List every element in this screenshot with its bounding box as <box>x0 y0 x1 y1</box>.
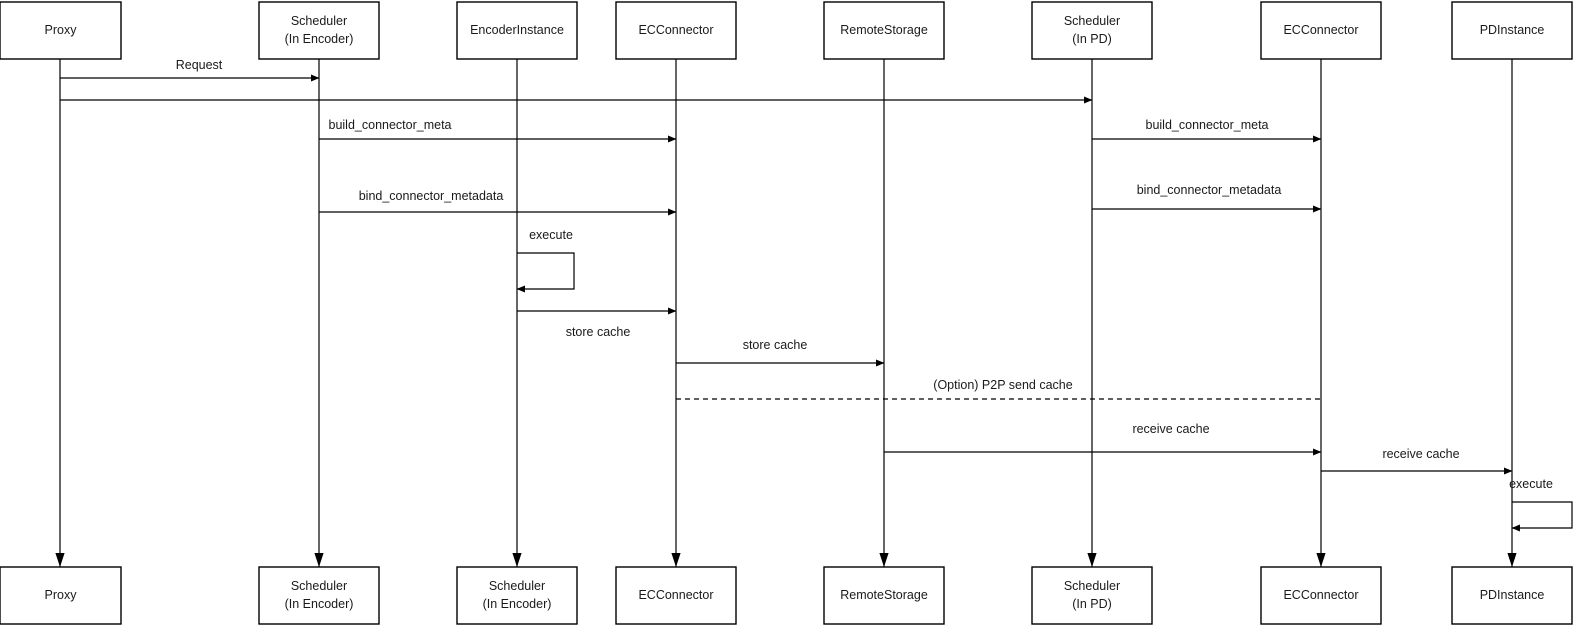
footer-participant-box-remote <box>823 566 945 625</box>
header-participant-label-sched_pd: Scheduler <box>1064 14 1120 28</box>
lifeline-arrowhead-pd_inst <box>1507 553 1517 567</box>
header-participant-label-remote: RemoteStorage <box>840 23 928 37</box>
footer-participant-ecconn_pd[interactable]: ECConnector <box>1260 566 1382 625</box>
footer-participant-label-ecconn_pd: ECConnector <box>1283 588 1358 602</box>
lifeline-arrowhead-proxy <box>55 553 65 567</box>
header-participant-ecconn_pd[interactable]: ECConnector <box>1260 1 1382 60</box>
footer-participant-sublabel-encoder_inst: (In Encoder) <box>483 597 552 611</box>
message-label-m4: build_connector_meta <box>1146 118 1269 132</box>
message-label-m3: build_connector_meta <box>329 118 452 132</box>
message-label-m8: store cache <box>743 338 808 352</box>
footer-participant-ecconn_enc[interactable]: ECConnector <box>615 566 737 625</box>
header-participant-label-pd_inst: PDInstance <box>1480 23 1545 37</box>
self-messages-group: execute execute <box>516 228 1573 532</box>
footer-participant-box-proxy <box>0 566 122 625</box>
lifeline-arrowhead-remote <box>879 553 889 567</box>
message-m3: build_connector_meta <box>319 118 677 143</box>
self-message-path-s1 <box>516 252 575 293</box>
header-participant-remote[interactable]: RemoteStorage <box>823 1 945 60</box>
footer-participant-box-encoder_inst <box>456 566 578 625</box>
self-message-s2: execute <box>1509 477 1573 532</box>
messages-group: Request build_connector_meta build_connect… <box>60 58 1513 475</box>
header-participant-box-sched_pd <box>1031 1 1153 60</box>
footer-participant-sched_pd[interactable]: Scheduler (In PD) <box>1031 566 1153 625</box>
footer-participant-box-pd_inst <box>1451 566 1573 625</box>
self-message-s1: execute <box>516 228 575 293</box>
message-m6: bind_connector_metadata <box>1092 183 1322 213</box>
message-label-m6: bind_connector_metadata <box>1137 183 1282 197</box>
footer-participant-box-ecconn_enc <box>615 566 737 625</box>
message-m10: receive cache <box>884 422 1322 456</box>
footer-participant-remote[interactable]: RemoteStorage <box>823 566 945 625</box>
header-participant-label-sched_enc: Scheduler <box>291 14 347 28</box>
footer-participant-label-sched_enc: Scheduler <box>291 579 347 593</box>
header-participant-box-ecconn_enc <box>615 1 737 60</box>
header-participant-encoder_inst[interactable]: EncoderInstance <box>456 1 578 60</box>
lifeline-arrowhead-ecconn_enc <box>671 553 681 567</box>
footer-participant-label-remote: RemoteStorage <box>840 588 928 602</box>
footer-participant-label-encoder_inst: Scheduler <box>489 579 545 593</box>
self-message-label-s1: execute <box>529 228 573 242</box>
message-label-m11: receive cache <box>1382 447 1459 461</box>
header-participant-sublabel-sched_pd: (In PD) <box>1072 32 1112 46</box>
lifeline-arrowhead-sched_pd <box>1087 553 1097 567</box>
self-message-label-s2: execute <box>1509 477 1553 491</box>
header-participant-label-encoder_inst: EncoderInstance <box>470 23 564 37</box>
lifelines-group <box>55 59 1517 567</box>
message-label-m1: Request <box>176 58 223 72</box>
footer-participant-label-ecconn_enc: ECConnector <box>638 588 713 602</box>
message-m4: build_connector_meta <box>1092 118 1322 143</box>
header-participant-label-ecconn_pd: ECConnector <box>1283 23 1358 37</box>
message-m8: store cache <box>676 338 885 367</box>
header-participants-group: Proxy Scheduler (In Encoder) EncoderInstanc… <box>0 1 1573 60</box>
message-m5: bind_connector_metadata <box>319 189 677 216</box>
footer-participant-sublabel-sched_enc: (In Encoder) <box>285 597 354 611</box>
footer-participant-label-sched_pd: Scheduler <box>1064 579 1120 593</box>
message-label-m10: receive cache <box>1132 422 1209 436</box>
message-m7: store cache <box>517 307 677 339</box>
header-participant-ecconn_enc[interactable]: ECConnector <box>615 1 737 60</box>
message-m9: (Option) P2P send cache <box>676 378 1321 400</box>
header-participant-sublabel-sched_enc: (In Encoder) <box>285 32 354 46</box>
self-message-path-s2 <box>1511 501 1573 532</box>
message-label-m7: store cache <box>566 325 631 339</box>
header-participant-box-ecconn_pd <box>1260 1 1382 60</box>
message-m11: receive cache <box>1321 447 1513 475</box>
footer-participant-proxy[interactable]: Proxy <box>0 566 122 625</box>
footer-participants-group: Proxy Scheduler (In Encoder) Scheduler (In E… <box>0 566 1573 625</box>
footer-participant-label-pd_inst: PDInstance <box>1480 588 1545 602</box>
footer-participant-box-sched_enc <box>258 566 380 625</box>
header-participant-box-remote <box>823 1 945 60</box>
lifeline-arrowhead-encoder_inst <box>512 553 522 567</box>
header-participant-sched_enc[interactable]: Scheduler (In Encoder) <box>258 1 380 60</box>
message-label-m5: bind_connector_metadata <box>359 189 504 203</box>
footer-participant-encoder_inst[interactable]: Scheduler (In Encoder) <box>456 566 578 625</box>
header-participant-box-proxy <box>0 1 122 60</box>
header-participant-proxy[interactable]: Proxy <box>0 1 122 60</box>
footer-participant-box-sched_pd <box>1031 566 1153 625</box>
header-participant-box-encoder_inst <box>456 1 578 60</box>
footer-participant-box-ecconn_pd <box>1260 566 1382 625</box>
lifeline-arrowhead-sched_enc <box>314 553 324 567</box>
header-participant-label-proxy: Proxy <box>45 23 78 37</box>
message-m1: Request <box>60 58 320 82</box>
footer-participant-sublabel-sched_pd: (In PD) <box>1072 597 1112 611</box>
header-participant-box-sched_enc <box>258 1 380 60</box>
message-label-m9: (Option) P2P send cache <box>933 378 1072 392</box>
lifeline-arrowhead-ecconn_pd <box>1316 553 1326 567</box>
footer-participant-pd_inst[interactable]: PDInstance <box>1451 566 1573 625</box>
header-participant-label-ecconn_enc: ECConnector <box>638 23 713 37</box>
header-participant-box-pd_inst <box>1451 1 1573 60</box>
header-participant-sched_pd[interactable]: Scheduler (In PD) <box>1031 1 1153 60</box>
footer-participant-sched_enc[interactable]: Scheduler (In Encoder) <box>258 566 380 625</box>
header-participant-pd_inst[interactable]: PDInstance <box>1451 1 1573 60</box>
footer-participant-label-proxy: Proxy <box>45 588 78 602</box>
